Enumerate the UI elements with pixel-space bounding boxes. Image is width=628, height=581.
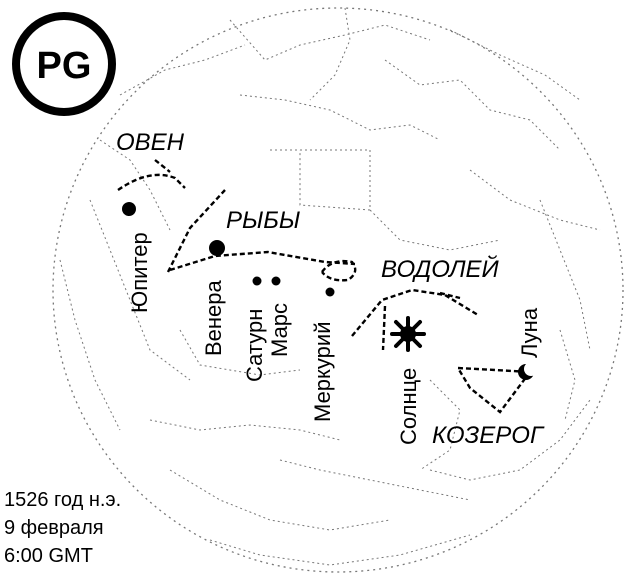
saturn-label: Сатурн: [242, 309, 267, 382]
jupiter-marker: [122, 202, 136, 216]
sun-marker: [390, 316, 426, 352]
capricorn-lines: [456, 366, 533, 414]
moon-label: Луна: [517, 307, 542, 358]
venus-marker: [209, 240, 225, 256]
zodiac-constellation-lines: [117, 159, 533, 414]
mercury-marker: [325, 287, 335, 297]
aquarius-label: ВОДОЛЕЙ: [381, 255, 500, 283]
saturn-marker: [252, 276, 262, 286]
date-day: 9 февраля: [4, 517, 104, 539]
aries-label: ОВЕН: [116, 129, 185, 156]
mercury-label: Меркурий: [310, 322, 335, 422]
date-caption: 1526 год н.э. 9 февраля 6:00 GMT: [4, 486, 121, 570]
pisces-lines: [166, 189, 357, 282]
date-year: 1526 год н.э.: [4, 489, 122, 511]
aries-lines: [117, 159, 186, 191]
mars-label: Марс: [267, 303, 292, 357]
venus-label: Венера: [201, 279, 226, 356]
pisces-label: РЫБЫ: [226, 207, 300, 234]
mars-marker: [271, 276, 281, 286]
capricorn-label: КОЗЕРОГ: [432, 422, 545, 449]
celestial-sphere-outline: [52, 7, 624, 573]
aquarius-lines: [351, 288, 479, 351]
sun-label: Солнце: [396, 368, 421, 445]
background-constellation-lines: [59, 7, 601, 566]
moon-marker: [518, 362, 538, 380]
date-time: 6:00 GMT: [4, 545, 93, 567]
pg-logo: PG: [12, 12, 116, 116]
logo-text: PG: [37, 45, 92, 87]
jupiter-label: Юпитер: [127, 232, 152, 313]
